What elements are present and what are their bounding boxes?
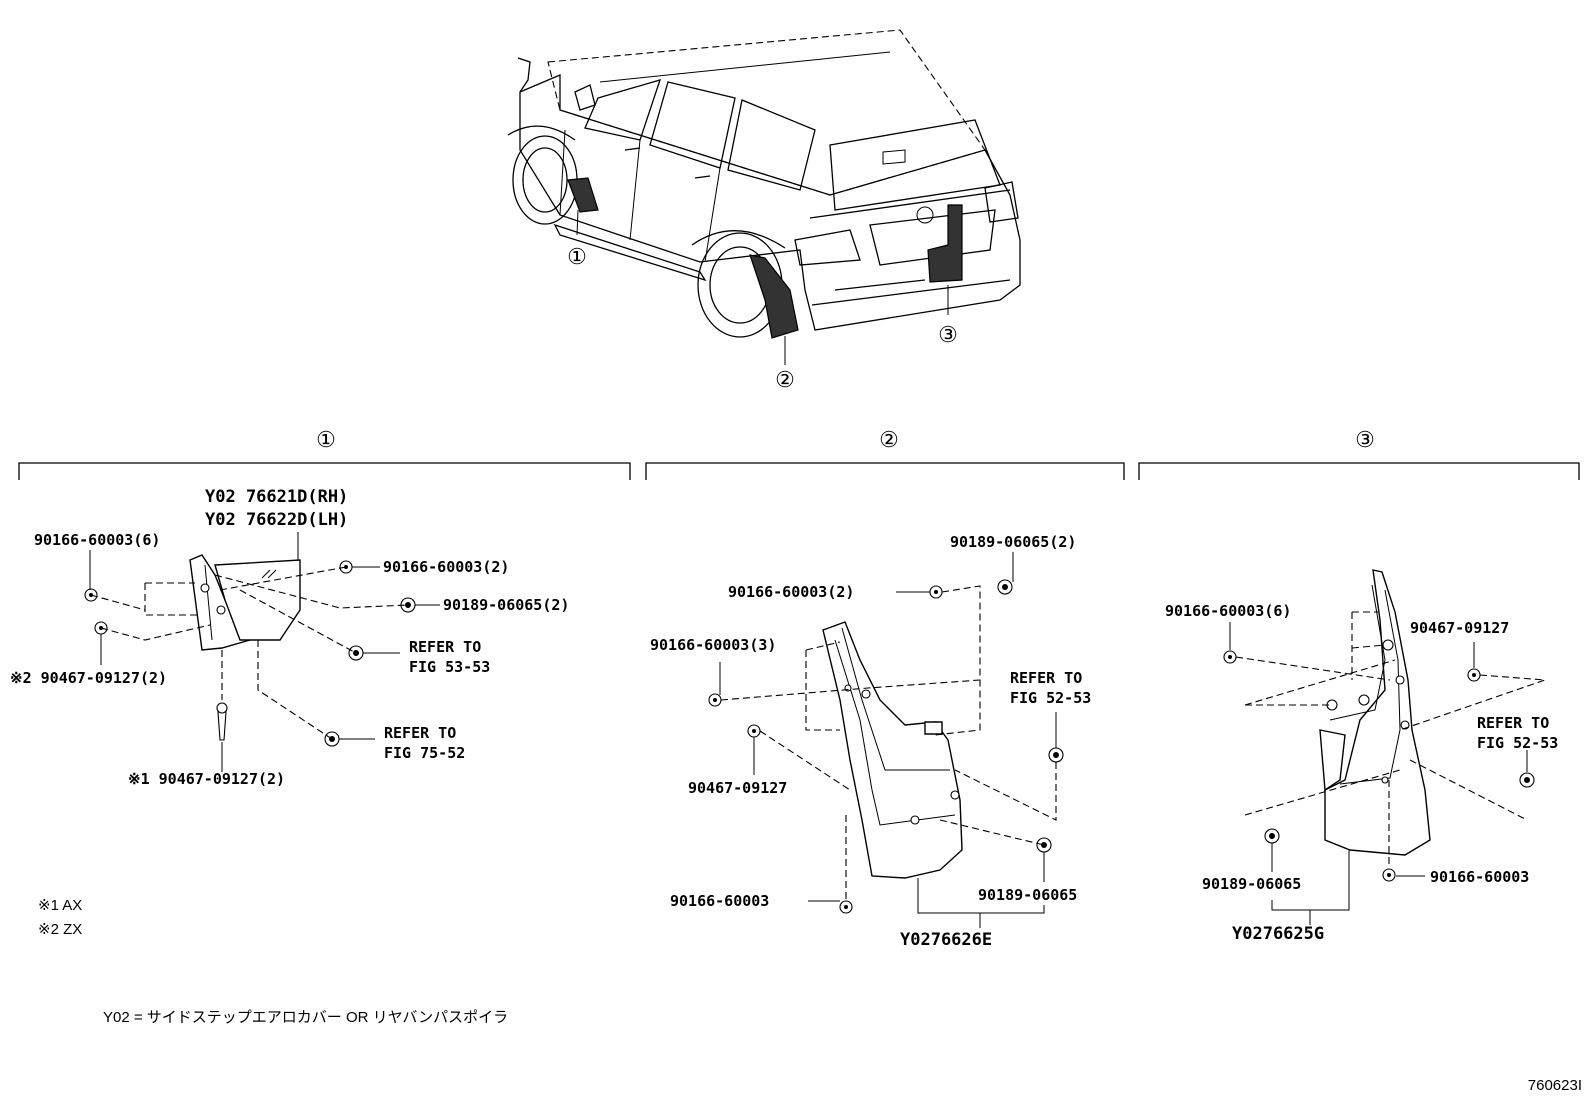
section-callout-3: ③ xyxy=(1355,427,1375,452)
label-s2-d1: REFER TO xyxy=(1010,669,1082,687)
section-callout-1: ① xyxy=(316,427,336,452)
section-1-mudguard-front xyxy=(84,532,440,772)
label-s2-e: 90467-09127 xyxy=(688,779,787,797)
footnote-legend: Y02 = サイドステップエアロカバー OR リヤバンパスポイラ xyxy=(103,1009,508,1026)
screw-icon xyxy=(929,585,943,599)
nut-icon xyxy=(997,579,1013,595)
section-2-mudguard-rear-side xyxy=(708,552,1064,928)
label-s2-a: 90189-06065(2) xyxy=(950,533,1076,551)
label-s2-d2: FIG 52-53 xyxy=(1010,689,1091,707)
figure-id: 760623I xyxy=(1528,1077,1582,1094)
label-s1-b: 90166-60003(2) xyxy=(383,558,509,576)
nut-icon xyxy=(1264,828,1280,844)
label-s1-f2: FIG 75-52 xyxy=(384,744,465,762)
vehicle-callout-1: ① xyxy=(567,244,587,269)
label-s1-e: ※2 90467-09127(2) xyxy=(10,669,167,687)
part-number-s2: Y0276626E xyxy=(900,930,992,950)
label-s3-c2: FIG 52-53 xyxy=(1477,734,1558,752)
clip-icon xyxy=(1467,668,1481,682)
label-s1-c: 90189-06065(2) xyxy=(443,596,569,614)
note-ax: ※1 AX xyxy=(38,897,82,914)
vehicle-illustration xyxy=(507,29,1021,365)
label-s3-a: 90166-60003(6) xyxy=(1165,602,1291,620)
screw-icon xyxy=(339,560,353,574)
section-callout-2: ② xyxy=(879,427,899,452)
label-s2-b: 90166-60003(2) xyxy=(728,583,854,601)
label-s1-d2: FIG 53-53 xyxy=(409,658,490,676)
screw-icon xyxy=(839,900,853,914)
screw-icon xyxy=(1382,868,1396,882)
part-number-rh: Y02 76621D(RH) xyxy=(205,487,348,507)
label-s2-f: 90166-60003 xyxy=(670,892,769,910)
label-s3-b: 90467-09127 xyxy=(1410,619,1509,637)
label-s1-g: ※1 90467-09127(2) xyxy=(128,770,285,788)
label-s2-g: 90189-06065 xyxy=(978,886,1077,904)
label-s3-c1: REFER TO xyxy=(1477,714,1549,732)
screw-icon xyxy=(708,693,722,707)
note-zx: ※2 ZX xyxy=(38,921,82,938)
vehicle-callout-3: ③ xyxy=(938,322,958,347)
label-s3-e: 90166-60003 xyxy=(1430,868,1529,886)
nut-icon xyxy=(1036,837,1052,853)
label-s1-a: 90166-60003(6) xyxy=(34,531,160,549)
label-s1-f1: REFER TO xyxy=(384,724,456,742)
screw-icon xyxy=(1223,650,1237,664)
mudguard-rear-side-shape xyxy=(822,621,963,879)
clip-icon xyxy=(747,724,761,738)
nut-icon xyxy=(1048,747,1064,763)
section-3-mudguard-rear xyxy=(1223,569,1546,925)
part-number-s3: Y0276625G xyxy=(1232,924,1324,944)
mudguard-rear-shape xyxy=(1324,569,1431,856)
clip-icon xyxy=(216,702,228,741)
label-s1-d1: REFER TO xyxy=(409,638,481,656)
label-s2-c: 90166-60003(3) xyxy=(650,636,776,654)
vehicle-callout-2: ② xyxy=(775,367,795,392)
part-number-lh: Y02 76622D(LH) xyxy=(205,510,348,530)
label-s3-d: 90189-06065 xyxy=(1202,875,1301,893)
section-brackets xyxy=(18,462,1580,480)
nut-icon xyxy=(1519,772,1535,788)
